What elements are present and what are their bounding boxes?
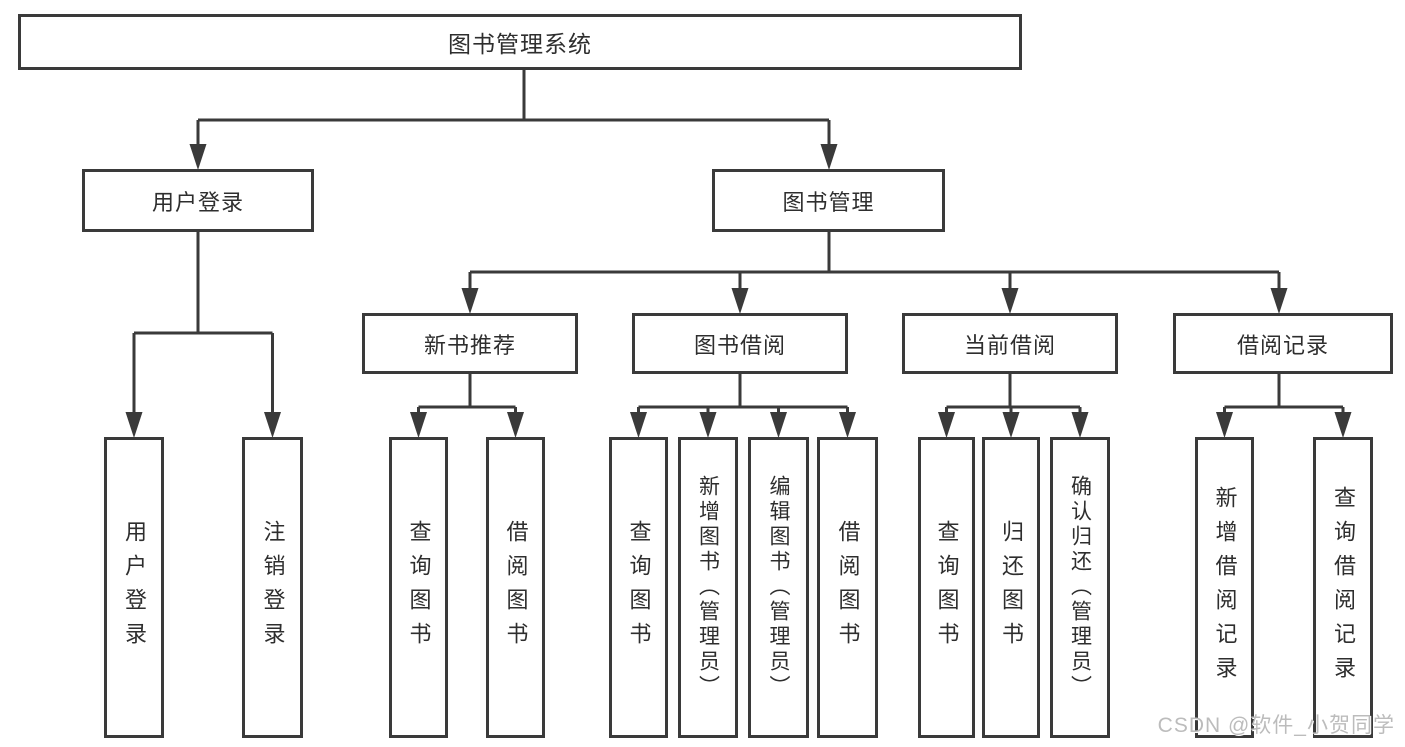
leaf-label: 用户登录: [122, 519, 147, 656]
connector-book-borrow-to-leaves: [630, 374, 856, 438]
node-label: 借阅记录: [1236, 332, 1329, 358]
leaf-label: 查询图书: [934, 519, 960, 656]
leaf-confirm-return-admin: 确认归还（管理员）: [1050, 437, 1110, 738]
leaf-return-books: 归还图书: [982, 437, 1040, 738]
down-arrowhead: [1002, 412, 1020, 438]
watermark: CSDN @软件_小贺同学: [1157, 714, 1395, 737]
node-borrow-records: 借阅记录: [1173, 313, 1393, 374]
leaf-edit-book-admin: 编辑图书（管理员）: [748, 437, 809, 738]
node-book-borrow: 图书借阅: [632, 313, 848, 374]
leaf-user-login: 用户登录: [104, 437, 164, 738]
node-label: 新书推荐: [423, 332, 516, 358]
connector-user-login-to-leaves: [125, 232, 281, 438]
node-new-book-recommend: 新书推荐: [362, 313, 578, 374]
down-arrowhead: [839, 412, 856, 438]
leaf-label: 注销登录: [260, 519, 286, 656]
down-arrowhead: [630, 412, 647, 438]
leaf-label: 查询图书: [626, 519, 652, 656]
leaf-label: 借阅图书: [503, 519, 529, 656]
leaf-label: 查询借阅记录: [1331, 485, 1356, 690]
connector-book-management-to-level3: [461, 232, 1288, 314]
node-label: 图书借阅: [693, 332, 786, 358]
down-arrowhead: [1216, 412, 1233, 438]
node-root: 图书管理系统: [18, 14, 1022, 70]
connector-new-book-recommend-to-leaves: [410, 374, 524, 438]
down-arrowhead: [1334, 412, 1352, 438]
connector-current-borrow-to-leaves: [938, 374, 1089, 438]
leaf-label: 归还图书: [999, 519, 1024, 656]
leaf-query-borrow-record: 查询借阅记录: [1313, 437, 1373, 738]
leaf-borrow-books: 借阅图书: [817, 437, 878, 738]
down-arrowhead: [461, 288, 479, 314]
leaf-add-book-admin: 新增图书（管理员）: [678, 437, 738, 738]
node-label: 图书管理系统: [448, 31, 592, 57]
down-arrowhead: [189, 144, 207, 170]
node-current-borrow: 当前借阅: [902, 313, 1118, 374]
down-arrowhead: [938, 412, 955, 438]
leaf-logout: 注销登录: [242, 437, 303, 738]
down-arrowhead: [410, 412, 427, 438]
leaf-label: 新增图书（管理员）: [696, 475, 720, 700]
leaf-label: 编辑图书（管理员）: [767, 475, 790, 700]
leaf-query-books-current: 查询图书: [918, 437, 975, 738]
down-arrowhead: [264, 412, 281, 438]
leaf-borrow-books-recommend: 借阅图书: [486, 437, 545, 738]
down-arrowhead: [770, 412, 787, 438]
leaf-label: 借阅图书: [835, 519, 861, 656]
leaf-label: 确认归还（管理员）: [1068, 475, 1092, 700]
down-arrowhead: [1071, 412, 1089, 438]
leaf-label: 新增借阅记录: [1212, 485, 1238, 690]
down-arrowhead: [507, 412, 524, 438]
leaf-add-borrow-record: 新增借阅记录: [1195, 437, 1254, 738]
node-user-login: 用户登录: [82, 169, 314, 232]
down-arrowhead: [699, 412, 717, 438]
down-arrowhead: [125, 412, 143, 438]
connector-borrow-records-to-leaves: [1216, 374, 1352, 438]
node-label: 当前借阅: [963, 332, 1056, 358]
connector-root-to-level2: [189, 70, 838, 170]
down-arrowhead: [1270, 288, 1288, 314]
node-label: 用户登录: [151, 189, 244, 215]
node-book-management: 图书管理: [712, 169, 945, 232]
leaf-label: 查询图书: [406, 519, 432, 656]
down-arrowhead: [820, 144, 838, 170]
down-arrowhead: [1001, 288, 1019, 314]
leaf-query-books-recommend: 查询图书: [389, 437, 448, 738]
node-label: 图书管理: [782, 189, 875, 215]
down-arrowhead: [731, 288, 749, 314]
leaf-query-books-borrow: 查询图书: [609, 437, 668, 738]
